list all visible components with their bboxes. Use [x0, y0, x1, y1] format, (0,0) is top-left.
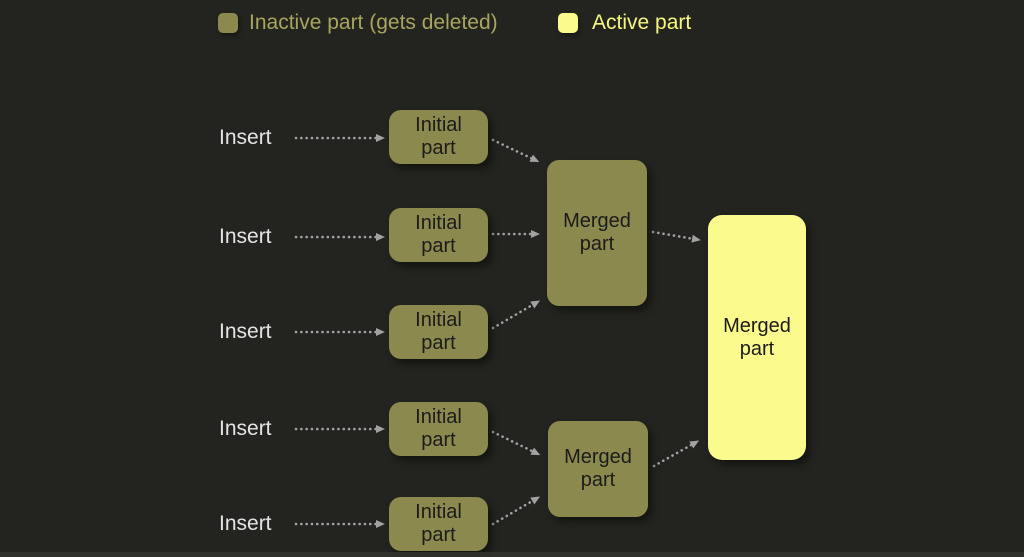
insert-label-3: Insert	[219, 320, 272, 343]
insert-label-4: Insert	[219, 417, 272, 440]
merged-part-node-2: Merged part	[548, 421, 648, 517]
legend-active-label: Active part	[592, 11, 692, 34]
initial-part-node-1: Initial part	[389, 110, 488, 164]
arrow-initial5-to-merged2	[491, 496, 541, 526]
bottom-edge-strip	[0, 552, 1024, 557]
arrow-merged2-to-final	[652, 440, 700, 468]
arrow-merged1-to-final	[651, 230, 701, 243]
merged-part-node-final: Merged part	[708, 215, 806, 460]
initial-part-node-3: Initial part	[389, 305, 488, 359]
insert-label-5: Insert	[219, 512, 272, 535]
merged-part-node-1: Merged part	[547, 160, 647, 306]
legend-active-swatch-icon	[558, 13, 578, 33]
insert-label-1: Insert	[219, 126, 272, 149]
legend-inactive-label: Inactive part (gets deleted)	[249, 11, 498, 34]
initial-part-node-4: Initial part	[389, 402, 488, 456]
arrow-initial4-to-merged2	[491, 430, 541, 456]
insert-label-2: Insert	[219, 225, 272, 248]
legend-inactive-swatch-icon	[218, 13, 238, 33]
arrow-initial1-to-merged1	[491, 138, 540, 163]
arrow-initial3-to-merged1	[491, 300, 541, 330]
initial-part-node-2: Initial part	[389, 208, 488, 262]
initial-part-node-5: Initial part	[389, 497, 488, 551]
